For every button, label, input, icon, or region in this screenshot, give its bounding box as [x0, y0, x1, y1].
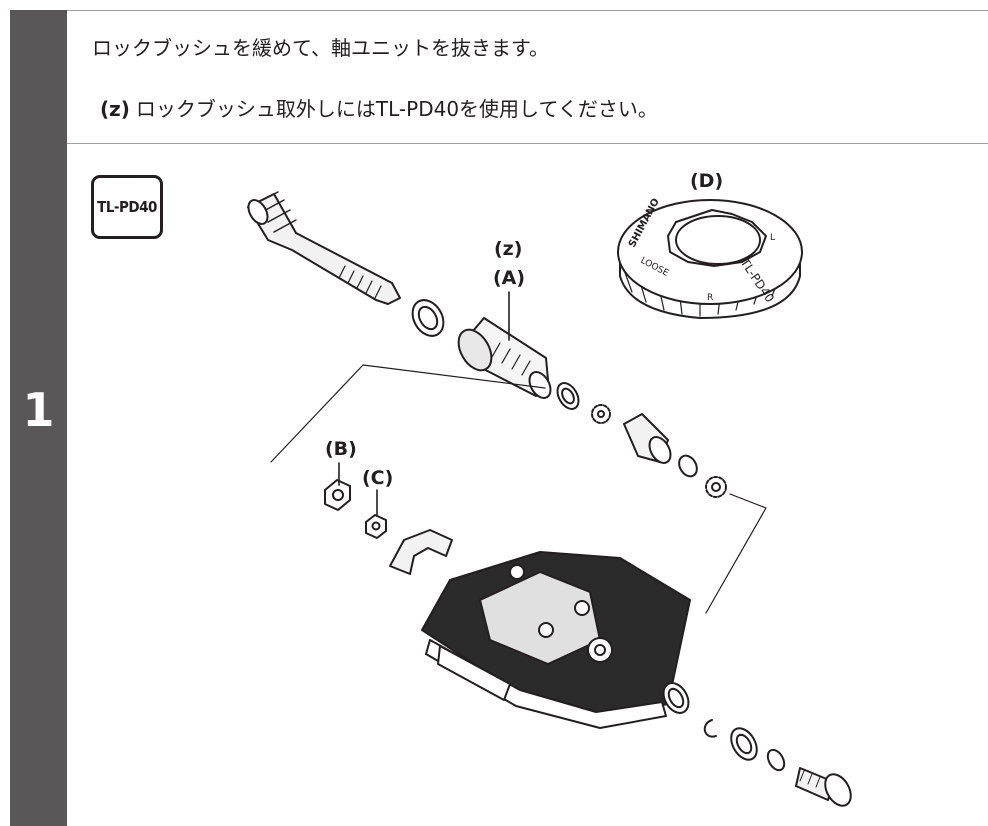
- note-text: ロックブッシュ取外しにはTL-PD40を使用してください。: [135, 97, 658, 121]
- tool-r-marking: R: [707, 293, 713, 303]
- callout-z: (z): [494, 238, 523, 260]
- nut-part: [365, 514, 387, 539]
- spindle-part: [247, 191, 401, 305]
- instruction-text: ロックブッシュを緩めて、軸ユニットを抜きます。: [92, 36, 549, 60]
- tool-badge: TL-PD40: [91, 175, 163, 239]
- callout-c: (C): [362, 467, 394, 489]
- note-ref-label: (z): [100, 97, 130, 121]
- pedal-body-part: [421, 551, 691, 729]
- callout-a: (A): [493, 267, 526, 289]
- lock-nut-part: [324, 479, 351, 511]
- washer-part: [411, 299, 445, 337]
- lock-bush-tool: [617, 199, 803, 319]
- cleat-clip-part: [389, 529, 453, 575]
- callout-b: (B): [325, 438, 357, 460]
- top-divider: [67, 10, 988, 11]
- step-sidebar: [10, 10, 67, 826]
- step-number: 1: [22, 383, 55, 437]
- assembly-frame-lines: [270, 364, 767, 614]
- lock-bush-part: [457, 317, 552, 399]
- tool-note: (z)ロックブッシュ取外しにはTL-PD40を使用してください。: [100, 95, 658, 123]
- callout-d: (D): [690, 170, 724, 192]
- callout-leader-lines: [338, 291, 510, 517]
- tool-l-marking: L: [770, 233, 775, 243]
- exploded-view-illustration: SHIMANO TL-PD40 LOOSE R L: [247, 191, 852, 807]
- spacer-parts: [556, 382, 727, 498]
- section-divider: [67, 143, 988, 144]
- seal-and-bolt-parts: [662, 682, 852, 807]
